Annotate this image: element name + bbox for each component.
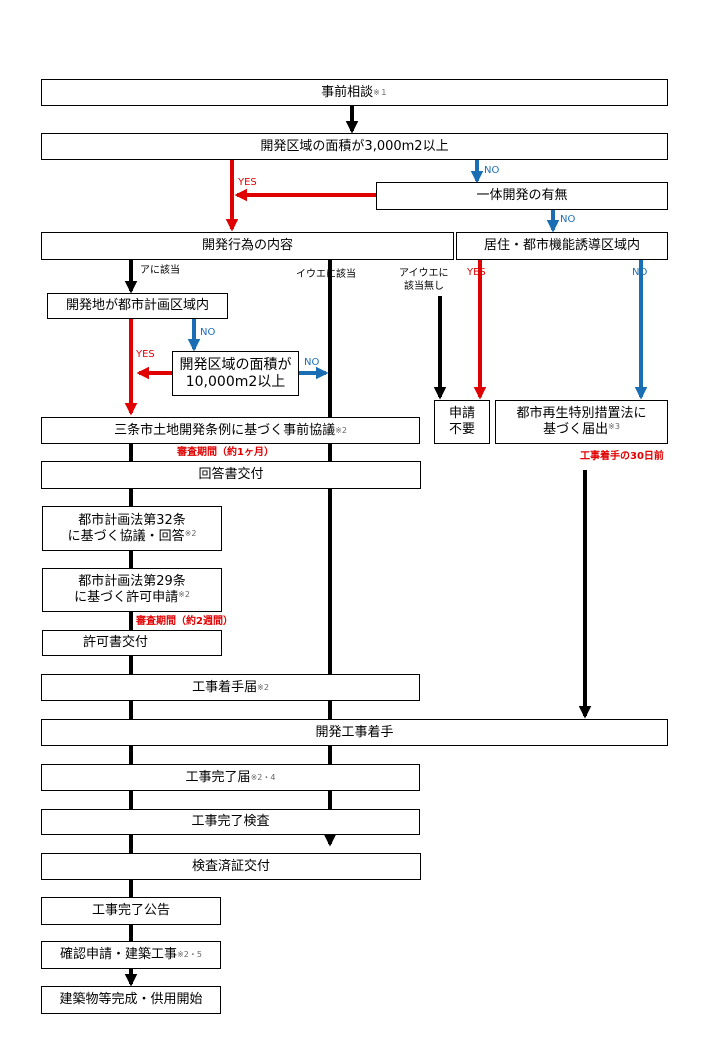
box-art32: 都市計画法第32条 に基づく協議・回答※2 (42, 506, 222, 551)
label-aiue-none-line1: アイウエに (399, 268, 449, 279)
ref-24: ※2・4 (250, 772, 276, 782)
label-no-cityarea: NO (200, 327, 216, 338)
box-art32-line1: 都市計画法第32条 (78, 512, 186, 528)
box-not-required-line2: 不要 (448, 422, 475, 437)
box-permit-issue-label: 許可書交付 (83, 635, 149, 650)
label-yes-3000: YES (238, 177, 257, 188)
box-building-complete-label: 建築物等完成・供用開始 (59, 992, 203, 1007)
box-dev-work-start: 開発工事着手 (41, 719, 668, 746)
label-review-1month: 審査期間（約1ヶ月） (177, 447, 274, 458)
box-dev-work-start-label: 開発工事着手 (315, 724, 394, 740)
label-yes-residential: YES (467, 267, 486, 278)
ref-2c: ※2 (178, 590, 190, 599)
label-iue-applies: イウエに該当 (296, 269, 356, 280)
box-inspection-cert-label: 検査済証交付 (191, 858, 270, 874)
box-art29-line2: に基づく許可申請 (74, 590, 179, 605)
box-ordinance-consult-label: 三条市土地開発条例に基づく事前協議 (114, 422, 336, 438)
box-building-complete: 建築物等完成・供用開始 (41, 986, 221, 1014)
label-a-applies: アに該当 (140, 265, 180, 276)
box-completion-notice-label: 工事完了届 (185, 769, 251, 785)
box-prior-consult: 事前相談※１ (41, 79, 668, 106)
ref-1: ※１ (373, 87, 388, 97)
box-integrated-dev-label: 一体開発の有無 (476, 188, 568, 203)
box-completion-public: 工事完了公告 (41, 897, 221, 925)
box-area-10000-line2: 10,000m2以上 (185, 373, 286, 390)
box-urban-renewal-line2: 基づく届出 (543, 422, 609, 437)
box-area-3000-label: 開発区域の面積が3,000m2以上 (260, 138, 449, 154)
ref-2a: ※2 (335, 425, 347, 435)
box-city-plan-area: 開発地が都市計画区域内 (47, 293, 228, 319)
box-urban-renewal-line1: 都市再生特別措置法に (516, 406, 647, 421)
box-art29-line1: 都市計画法第29条 (78, 574, 186, 589)
label-no-integrated: NO (560, 214, 576, 225)
label-no-10000: NO (304, 357, 320, 368)
box-integrated-dev: 一体開発の有無 (376, 182, 668, 210)
box-completion-public-label: 工事完了公告 (91, 903, 170, 918)
label-30-days-before: 工事着手の30日前 (580, 451, 664, 462)
box-art29: 都市計画法第29条 に基づく許可申請※2 (42, 568, 222, 612)
box-art32-line2: に基づく協議・回答 (67, 528, 185, 544)
box-residential-zone-label: 居住・都市機能誘導区域内 (483, 238, 640, 253)
box-answer-issue: 回答書交付 (41, 461, 421, 489)
box-completion-inspect-label: 工事完了検査 (191, 814, 270, 829)
box-ordinance-consult: 三条市土地開発条例に基づく事前協議※2 (41, 417, 420, 444)
box-area-10000: 開発区域の面積が 10,000m2以上 (172, 351, 299, 396)
box-building-confirm: 確認申請・建築工事※2・5 (41, 941, 221, 969)
label-review-2weeks: 審査期間（約2週間） (136, 616, 233, 627)
label-no-residential: NO (632, 267, 648, 278)
box-city-plan-area-label: 開発地が都市計画区域内 (65, 298, 209, 313)
box-urban-renewal: 都市再生特別措置法に 基づく届出※3 (495, 400, 668, 444)
label-aiue-none-line2: 該当無し (404, 281, 444, 292)
box-area-3000: 開発区域の面積が3,000m2以上 (41, 133, 668, 160)
box-building-confirm-label: 確認申請・建築工事 (60, 947, 178, 962)
box-work-start-notice: 工事着手届※2 (41, 674, 420, 701)
label-no-3000: NO (484, 165, 500, 176)
box-answer-issue-label: 回答書交付 (198, 467, 264, 482)
box-dev-content-label: 開発行為の内容 (201, 238, 293, 253)
box-inspection-cert: 検査済証交付 (41, 853, 421, 880)
box-dev-content: 開発行為の内容 (41, 232, 454, 260)
box-completion-inspect: 工事完了検査 (41, 809, 420, 835)
box-prior-consult-label: 事前相談 (321, 84, 374, 100)
ref-3: ※3 (608, 422, 620, 431)
box-not-required-line1: 申請 (448, 406, 475, 421)
box-work-start-notice-label: 工事着手届 (192, 679, 258, 695)
ref-25: ※2・5 (177, 950, 202, 959)
box-area-10000-line1: 開発区域の面積が (179, 356, 292, 373)
ref-2d: ※2 (257, 682, 269, 692)
box-completion-notice: 工事完了届※2・4 (41, 764, 420, 791)
box-permit-issue: 許可書交付 (42, 630, 222, 656)
ref-2b: ※2 (184, 528, 197, 538)
label-yes-cityarea: YES (136, 349, 155, 360)
box-not-required: 申請 不要 (434, 400, 490, 444)
box-residential-zone: 居住・都市機能誘導区域内 (456, 232, 668, 260)
